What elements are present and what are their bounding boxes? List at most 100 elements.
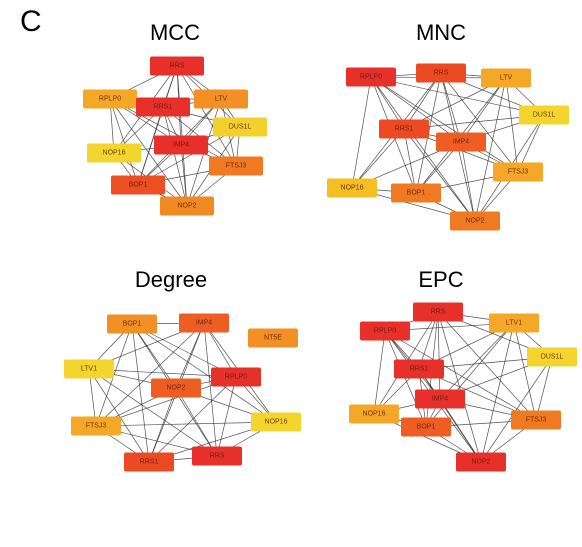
node-box-rplp0 [211, 367, 261, 387]
node-label-bop1: BOP1 [123, 321, 142, 328]
node-box-ftsj3 [209, 156, 263, 176]
node-rrs[interactable]: RRS [192, 446, 242, 466]
node-box-nop16 [87, 143, 141, 163]
node-ltv1[interactable]: LTV1 [489, 313, 539, 333]
edge-ltv-ftsj3 [505, 77, 519, 173]
node-rrs1[interactable]: RRS1 [124, 452, 174, 472]
node-bop1[interactable]: BOP1 [107, 314, 157, 334]
node-box-rrs1 [124, 452, 174, 472]
node-label-nop2: NOP2 [177, 203, 196, 210]
node-label-imp4: IMP4 [196, 320, 212, 327]
node-ftsj3[interactable]: FTSJ3 [209, 156, 263, 176]
node-ltv[interactable]: LTV [194, 89, 248, 109]
node-nop16[interactable]: NOP16 [327, 178, 377, 198]
node-dus1l[interactable]: DUS1L [527, 347, 577, 367]
node-box-bop1 [401, 417, 451, 437]
node-ltv1[interactable]: LTV1 [64, 359, 114, 379]
node-box-rrs [416, 63, 466, 83]
node-imp4[interactable]: IMP4 [154, 135, 208, 155]
node-nt5e[interactable]: NT5E [248, 328, 298, 348]
node-rplp0[interactable]: RPLP0 [346, 67, 396, 87]
node-box-ltv1 [489, 313, 539, 333]
edge-rrs1-nop2 [403, 128, 476, 222]
edge-ltv1-rrs1 [88, 368, 150, 463]
node-label-nop16: NOP16 [341, 185, 364, 192]
node-rrs1[interactable]: RRS1 [379, 119, 429, 139]
node-label-ltv1: LTV1 [81, 366, 97, 373]
node-rplp0[interactable]: RPLP0 [211, 367, 261, 387]
edge-rplp0-nop16 [351, 76, 372, 189]
node-box-nop16 [251, 412, 301, 432]
node-label-rplp0: RPLP0 [99, 96, 121, 103]
node-dus1l[interactable]: DUS1L [213, 117, 267, 137]
node-label-rrs: RRS [170, 63, 185, 70]
edge-rplp0-rrs1 [148, 376, 237, 463]
edge-rplp0-nop2 [370, 76, 476, 222]
node-box-nop2 [450, 211, 500, 231]
node-rrs1[interactable]: RRS1 [136, 97, 190, 117]
edge-dus1l-nop2 [480, 356, 553, 463]
node-box-imp4 [154, 135, 208, 155]
node-label-imp4: IMP4 [432, 396, 448, 403]
node-imp4[interactable]: IMP4 [179, 313, 229, 333]
edge-ltv-imp4 [460, 77, 507, 143]
node-nop2[interactable]: NOP2 [450, 211, 500, 231]
node-ftsj3[interactable]: FTSJ3 [511, 410, 561, 430]
node-nop16[interactable]: NOP16 [349, 404, 399, 424]
node-label-dus1l: DUS1L [533, 112, 556, 119]
node-label-ftsj3: FTSJ3 [526, 417, 547, 424]
edge-rplp0-bop1 [109, 98, 139, 186]
node-nop16[interactable]: NOP16 [251, 412, 301, 432]
network-title-mcc: MCC [150, 20, 200, 45]
node-label-bop1: BOP1 [129, 182, 148, 189]
node-ftsj3[interactable]: FTSJ3 [71, 416, 121, 436]
node-bop1[interactable]: BOP1 [391, 183, 441, 203]
network-title-epc: EPC [418, 267, 463, 292]
edge-imp4-nop2 [175, 322, 205, 389]
edge-rrs1-bop1 [137, 106, 164, 186]
edge-nop2-rrs [175, 387, 218, 457]
node-box-nop16 [349, 404, 399, 424]
node-bop1[interactable]: BOP1 [111, 175, 165, 195]
node-nop2[interactable]: NOP2 [151, 378, 201, 398]
edge-rrs-imp4 [440, 72, 462, 143]
node-box-rplp0 [346, 67, 396, 87]
node-nop2[interactable]: NOP2 [456, 452, 506, 472]
node-box-dus1l [527, 347, 577, 367]
edge-dus1l-bop1 [137, 126, 241, 186]
node-label-nop2: NOP2 [166, 385, 185, 392]
node-label-nop16: NOP16 [363, 411, 386, 418]
node-rplp0[interactable]: RPLP0 [83, 89, 137, 109]
node-ltv[interactable]: LTV [481, 68, 531, 88]
node-label-nop16: NOP16 [103, 150, 126, 157]
node-imp4[interactable]: IMP4 [436, 132, 486, 152]
node-rrs1[interactable]: RRS1 [394, 359, 444, 379]
node-label-ltv: LTV [500, 75, 513, 82]
node-ftsj3[interactable]: FTSJ3 [493, 162, 543, 182]
node-box-ltv [481, 68, 531, 88]
node-rrs[interactable]: RRS [416, 63, 466, 83]
node-label-nop16: NOP16 [265, 419, 288, 426]
panel-label: C [20, 5, 42, 38]
node-nop16[interactable]: NOP16 [87, 143, 141, 163]
edge-ltv1-ftsj3 [513, 322, 537, 421]
edge-imp4-ftsj3 [95, 322, 205, 427]
node-rrs[interactable]: RRS [150, 56, 204, 76]
node-box-bop1 [107, 314, 157, 334]
edge-rplp0-dus1l [370, 76, 545, 116]
node-box-dus1l [213, 117, 267, 137]
node-label-rplp0: RPLP0 [360, 74, 382, 81]
node-box-imp4 [179, 313, 229, 333]
edge-ltv1-bop1 [425, 322, 515, 428]
node-imp4[interactable]: IMP4 [415, 389, 465, 409]
edge-imp4-rrs [203, 322, 218, 457]
node-nop2[interactable]: NOP2 [160, 196, 214, 216]
node-rplp0[interactable]: RPLP0 [360, 321, 410, 341]
node-box-rrs [413, 302, 463, 322]
node-rrs[interactable]: RRS [413, 302, 463, 322]
node-bop1[interactable]: BOP1 [401, 417, 451, 437]
edge-rrs1-nop16 [351, 128, 405, 189]
node-dus1l[interactable]: DUS1L [519, 105, 569, 125]
